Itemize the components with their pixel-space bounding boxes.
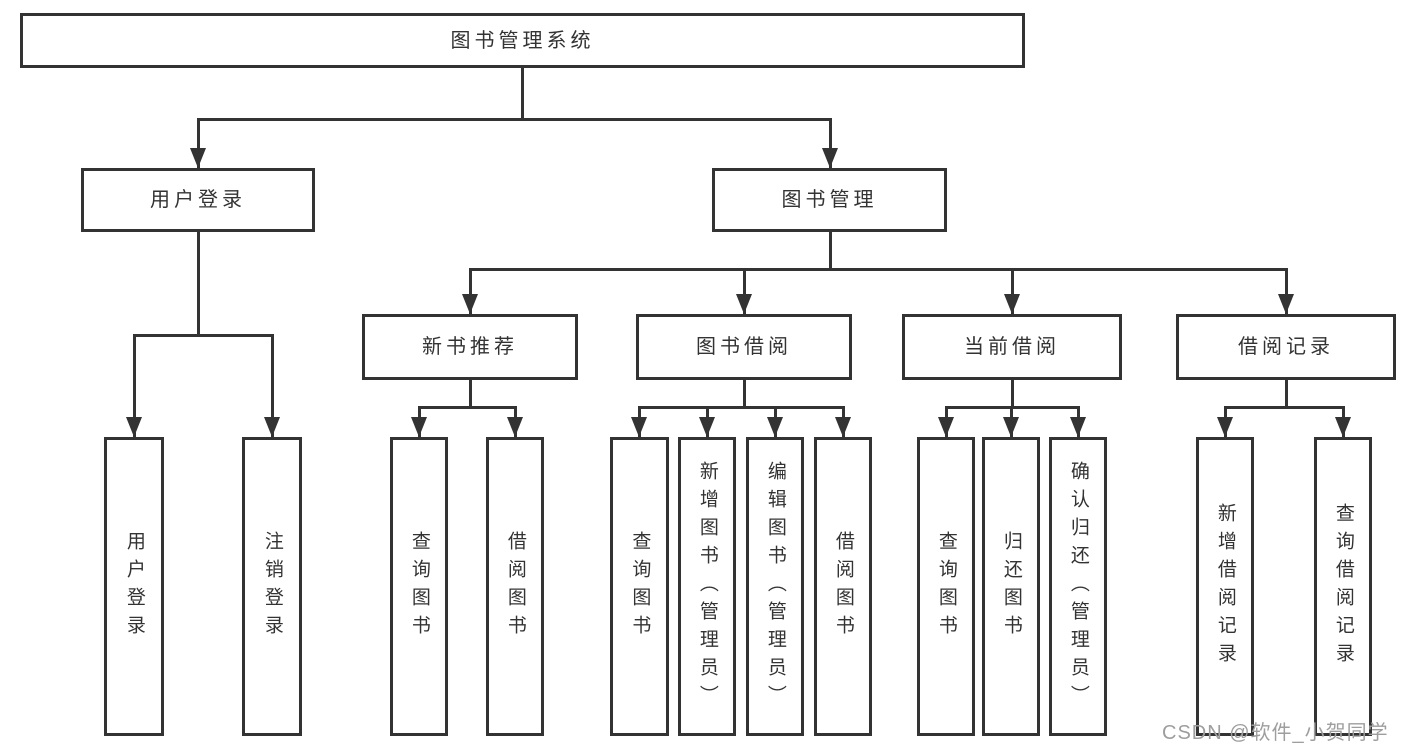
connector-line	[520, 68, 524, 120]
connector-line	[132, 334, 136, 437]
node-label: 新书推荐	[422, 336, 518, 358]
node-current-borrow: 当前借阅	[902, 314, 1122, 380]
connector-line	[196, 118, 832, 121]
connector-line	[828, 118, 832, 168]
arrow-down-icon	[938, 417, 954, 437]
connector-line	[468, 268, 1288, 271]
arrow-down-icon	[126, 417, 142, 437]
node-label: 借阅图书	[504, 530, 526, 643]
node-borrow-records: 借阅记录	[1176, 314, 1396, 380]
node-label: 编辑图书（管理员）	[764, 460, 786, 713]
arrow-down-icon	[631, 417, 647, 437]
arrow-down-icon	[699, 417, 715, 437]
leaf-return-book: 归还图书	[982, 437, 1040, 736]
node-label: 图书管理	[781, 189, 878, 211]
node-label: 查询图书	[935, 530, 957, 643]
connector-line	[1010, 268, 1014, 314]
leaf-logout: 注销登录	[242, 437, 302, 736]
arrow-down-icon	[767, 417, 783, 437]
node-new-book-recommend: 新书推荐	[362, 314, 578, 380]
connector-line	[742, 380, 746, 409]
arrow-down-icon	[1278, 294, 1294, 314]
csdn-watermark: CSDN @软件_小贺同学	[1162, 722, 1389, 744]
leaf-query-books-current: 查询图书	[917, 437, 975, 736]
connector-line	[132, 334, 274, 337]
arrow-down-icon	[1217, 417, 1233, 437]
node-label: 借阅图书	[832, 530, 854, 643]
arrow-down-icon	[462, 294, 478, 314]
leaf-add-book-admin: 新增图书（管理员）	[678, 437, 736, 736]
node-label: 用户登录	[150, 189, 246, 211]
node-label: 借阅记录	[1238, 336, 1334, 358]
arrow-down-icon	[1070, 417, 1086, 437]
connector-line	[468, 268, 472, 314]
node-label: 新增借阅记录	[1214, 502, 1236, 671]
node-book-borrow: 图书借阅	[636, 314, 852, 380]
node-label: 归还图书	[1000, 530, 1022, 643]
node-user-login: 用户登录	[81, 168, 315, 232]
leaf-borrow-books-borrow: 借阅图书	[814, 437, 872, 736]
node-label: 当前借阅	[964, 336, 1060, 358]
connector-line	[1284, 268, 1288, 314]
connector-line	[468, 380, 472, 409]
arrow-down-icon	[411, 417, 427, 437]
node-label: 图书借阅	[696, 336, 792, 358]
arrow-down-icon	[1335, 417, 1351, 437]
connector-line	[1010, 380, 1014, 409]
arrow-down-icon	[264, 417, 280, 437]
node-label: 用户登录	[123, 530, 145, 643]
arrow-down-icon	[190, 148, 206, 168]
leaf-edit-book-admin: 编辑图书（管理员）	[746, 437, 804, 736]
connector-line	[1284, 380, 1288, 409]
connector-line	[196, 232, 200, 337]
arrow-down-icon	[1004, 294, 1020, 314]
node-label: 查询图书	[629, 530, 651, 643]
arrow-down-icon	[1003, 417, 1019, 437]
connector-line	[417, 406, 517, 409]
leaf-user-login: 用户登录	[104, 437, 164, 736]
node-book-management: 图书管理	[712, 168, 947, 232]
node-root-system: 图书管理系统	[20, 13, 1025, 68]
leaf-borrow-books-newbook: 借阅图书	[486, 437, 544, 736]
connector-line	[828, 232, 832, 271]
node-label: 图书管理系统	[450, 29, 595, 52]
leaf-query-books-borrow: 查询图书	[610, 437, 669, 736]
leaf-query-books-newbook: 查询图书	[390, 437, 448, 736]
node-label: 新增图书（管理员）	[696, 460, 718, 713]
connector-line	[270, 334, 274, 437]
leaf-query-borrow-record: 查询借阅记录	[1314, 437, 1372, 736]
node-label: 注销登录	[261, 530, 283, 643]
connector-line	[196, 118, 200, 168]
connector-line	[637, 406, 845, 409]
node-label: 查询图书	[408, 530, 430, 643]
arrow-down-icon	[736, 294, 752, 314]
node-label: 查询借阅记录	[1332, 502, 1354, 671]
connector-line	[1223, 406, 1345, 409]
arrow-down-icon	[507, 417, 523, 437]
arrow-down-icon	[822, 148, 838, 168]
leaf-add-borrow-record: 新增借阅记录	[1196, 437, 1254, 736]
leaf-confirm-return-admin: 确认归还（管理员）	[1049, 437, 1107, 736]
node-label: 确认归还（管理员）	[1067, 460, 1089, 713]
arrow-down-icon	[835, 417, 851, 437]
connector-line	[742, 268, 746, 314]
